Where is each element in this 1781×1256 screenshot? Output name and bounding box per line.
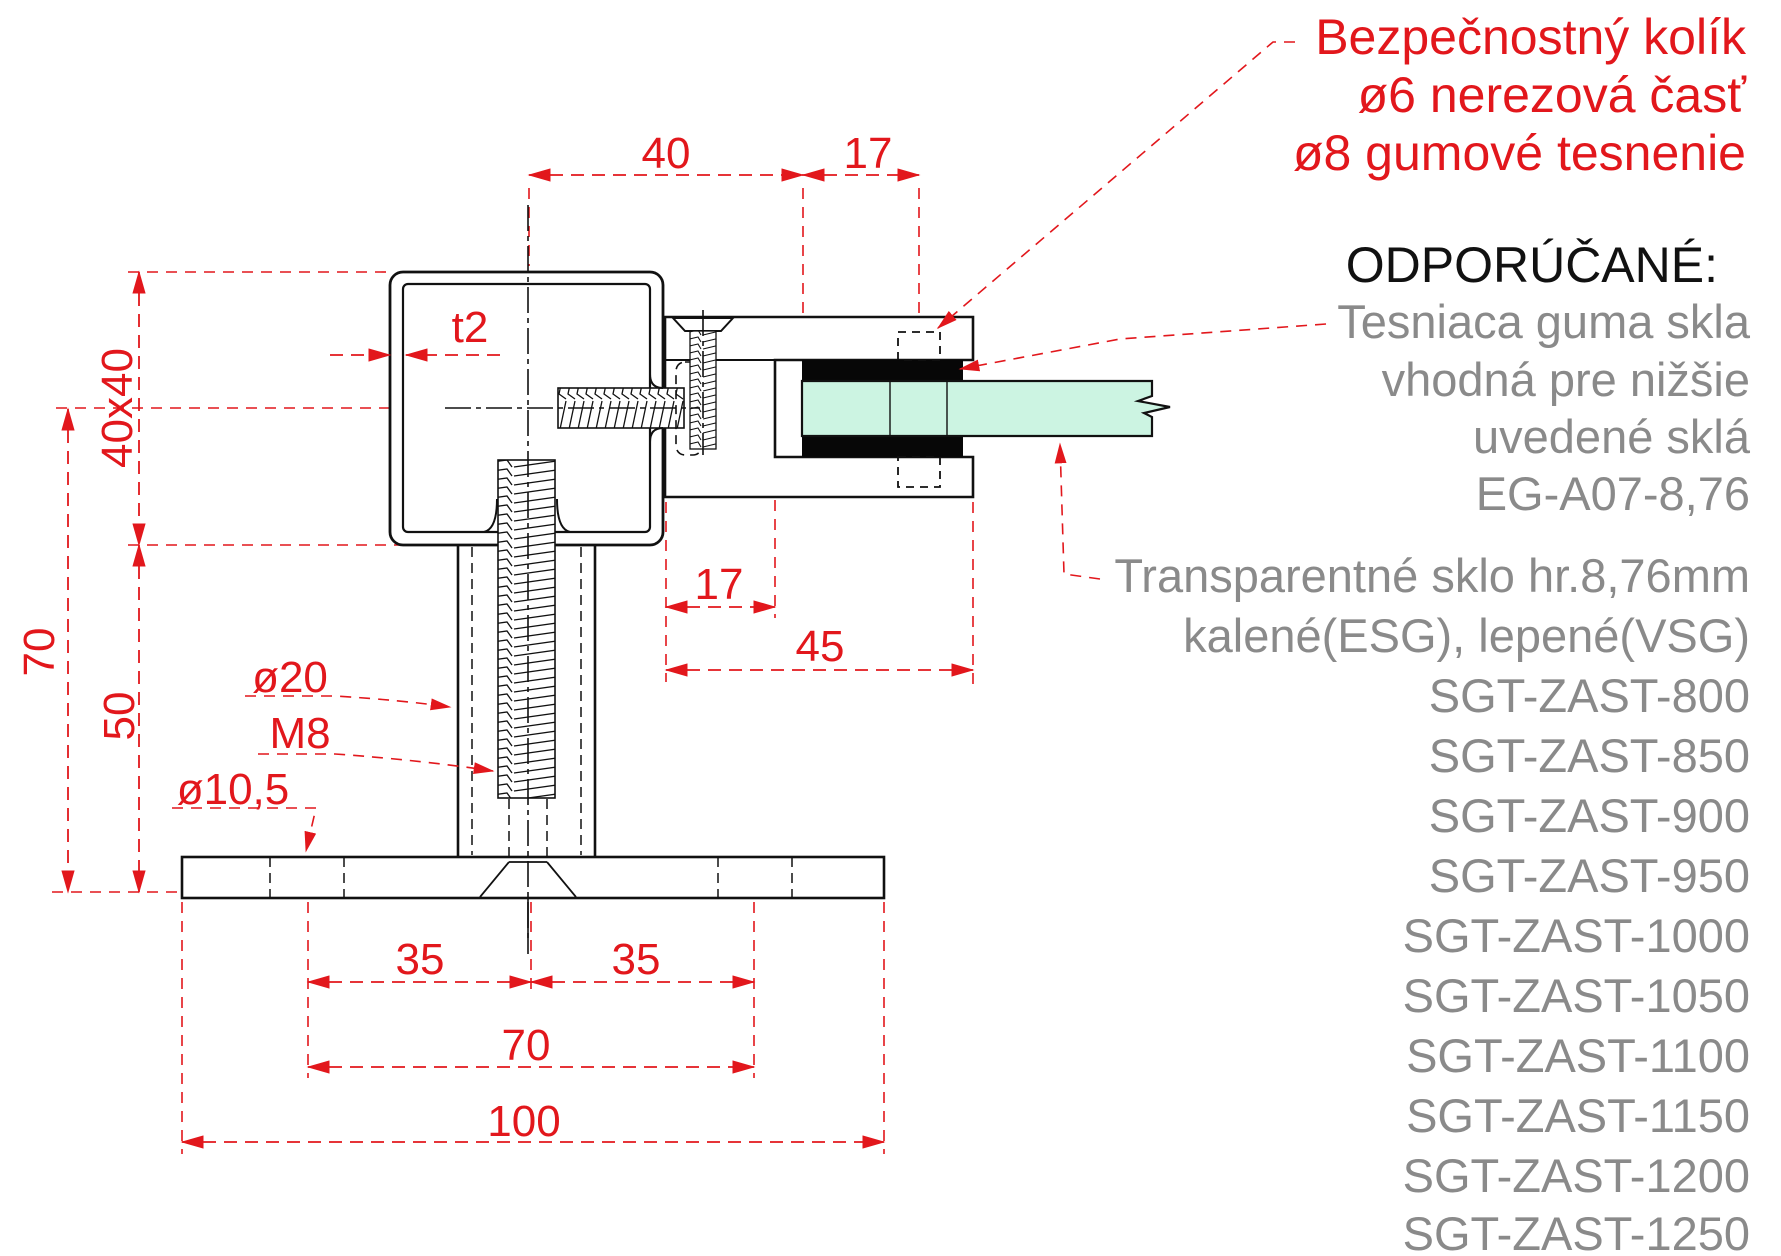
dimension-lines bbox=[61, 168, 975, 1149]
threaded-stud-m8 bbox=[497, 459, 556, 861]
model-item: SGT-ZAST-1100 bbox=[1406, 1029, 1750, 1082]
pedestal-cylinder bbox=[456, 545, 597, 857]
model-item: SGT-ZAST-1150 bbox=[1406, 1089, 1750, 1142]
dim-17-top: 17 bbox=[844, 129, 893, 178]
gasket-note-line4: EG-A07-8,76 bbox=[1476, 467, 1750, 520]
pin-note-line2: ø6 nerezová časť bbox=[1358, 67, 1748, 123]
callout-d105: ø10,5 bbox=[177, 765, 290, 814]
dim-70-bottom: 70 bbox=[502, 1021, 551, 1070]
centerlines bbox=[445, 205, 704, 940]
pin-note-line1: Bezpečnostný kolík bbox=[1315, 9, 1747, 65]
leader-lines bbox=[172, 41, 1327, 853]
glass-note-line2: kalené(ESG), lepené(VSG) bbox=[1183, 609, 1750, 662]
dimension-labels: 40 17 40x40 70 50 t2 17 45 35 35 70 100 … bbox=[15, 129, 892, 1146]
model-item: SGT-ZAST-900 bbox=[1429, 789, 1750, 842]
model-item: SGT-ZAST-1250 bbox=[1403, 1207, 1750, 1256]
model-item: SGT-ZAST-1000 bbox=[1403, 909, 1750, 962]
dim-35-right: 35 bbox=[612, 935, 661, 984]
recommended-heading: ODPORÚČANÉ: bbox=[1346, 237, 1718, 293]
pin-note-line3: ø8 gumové tesnenie bbox=[1293, 125, 1746, 181]
gasket-note-line3: uvedené sklá bbox=[1473, 410, 1751, 463]
gasket-note-line1: Tesniaca guma skla bbox=[1337, 295, 1751, 348]
callout-m8: M8 bbox=[269, 709, 330, 758]
dim-40x40: 40x40 bbox=[93, 348, 142, 468]
dim-70-left: 70 bbox=[15, 628, 64, 677]
annotations: Bezpečnostný kolík ø6 nerezová časť ø8 g… bbox=[1114, 9, 1751, 1256]
safety-pin-bottom bbox=[897, 456, 941, 488]
callout-d20: ø20 bbox=[252, 653, 328, 702]
dim-40: 40 bbox=[642, 129, 691, 178]
dim-17-pocket: 17 bbox=[695, 560, 744, 609]
gasket-top bbox=[802, 360, 963, 381]
base-flange bbox=[180, 855, 886, 954]
gasket-bottom bbox=[802, 436, 963, 457]
dim-45: 45 bbox=[796, 622, 845, 671]
glass-pane bbox=[800, 379, 1171, 438]
model-item: SGT-ZAST-950 bbox=[1429, 849, 1750, 902]
gasket-note-line2: vhodná pre nižšie bbox=[1382, 353, 1750, 406]
post-fillets bbox=[483, 373, 664, 533]
model-item: SGT-ZAST-800 bbox=[1429, 669, 1750, 722]
dim-t2: t2 bbox=[452, 303, 489, 352]
model-item: SGT-ZAST-1200 bbox=[1403, 1149, 1750, 1202]
safety-pin-top bbox=[897, 331, 941, 361]
model-item: SGT-ZAST-850 bbox=[1429, 729, 1750, 782]
dim-35-left: 35 bbox=[396, 935, 445, 984]
glass-note-line1: Transparentné sklo hr.8,76mm bbox=[1114, 549, 1750, 602]
model-item: SGT-ZAST-1050 bbox=[1403, 969, 1750, 1022]
dim-100: 100 bbox=[487, 1097, 560, 1146]
dim-50: 50 bbox=[95, 692, 144, 741]
glass-clamp bbox=[663, 315, 975, 499]
